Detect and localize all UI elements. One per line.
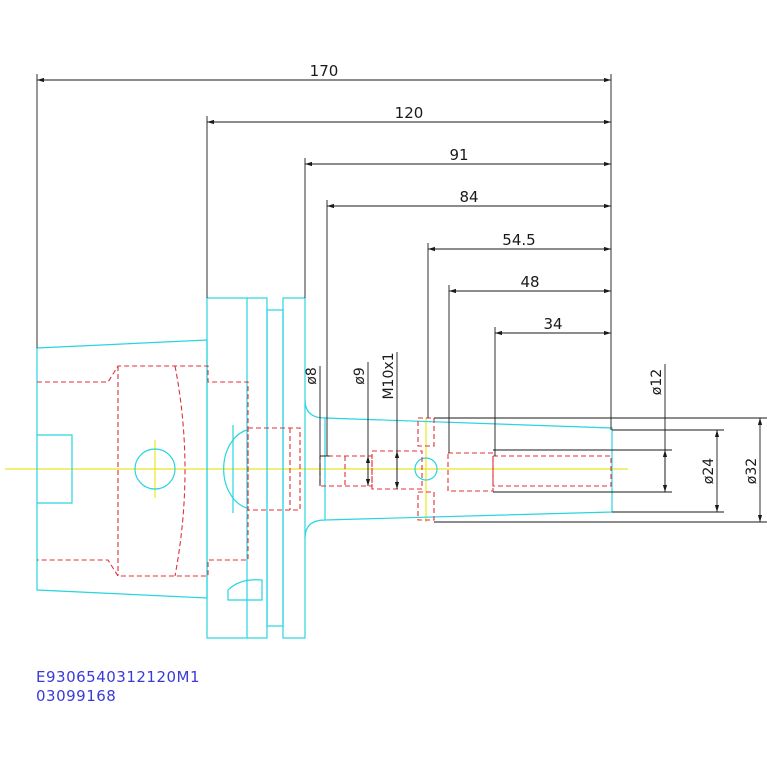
dim-48: 48 — [520, 273, 539, 291]
dimension-lines — [36, 74, 767, 523]
dim-dia-32: ø32 — [744, 458, 760, 484]
centerline — [5, 418, 628, 522]
dim-84: 84 — [459, 188, 478, 206]
part-code: E9306540312120M1 — [36, 668, 201, 686]
holder-outline — [36, 297, 613, 639]
dim-120: 120 — [395, 104, 424, 122]
dim-dia-9: ø9 — [352, 367, 368, 384]
part-number: 03099168 — [36, 687, 117, 705]
dim-91: 91 — [449, 146, 468, 164]
hidden-lines — [37, 365, 612, 577]
dim-dia-8: ø8 — [304, 367, 320, 384]
dim-34: 34 — [543, 315, 562, 333]
dim-dia-24: ø24 — [701, 458, 717, 484]
dim-thread: M10x1 — [381, 352, 397, 399]
dim-54-5: 54.5 — [502, 231, 535, 249]
dim-170: 170 — [310, 62, 339, 80]
dim-dia-12: ø12 — [649, 369, 665, 395]
